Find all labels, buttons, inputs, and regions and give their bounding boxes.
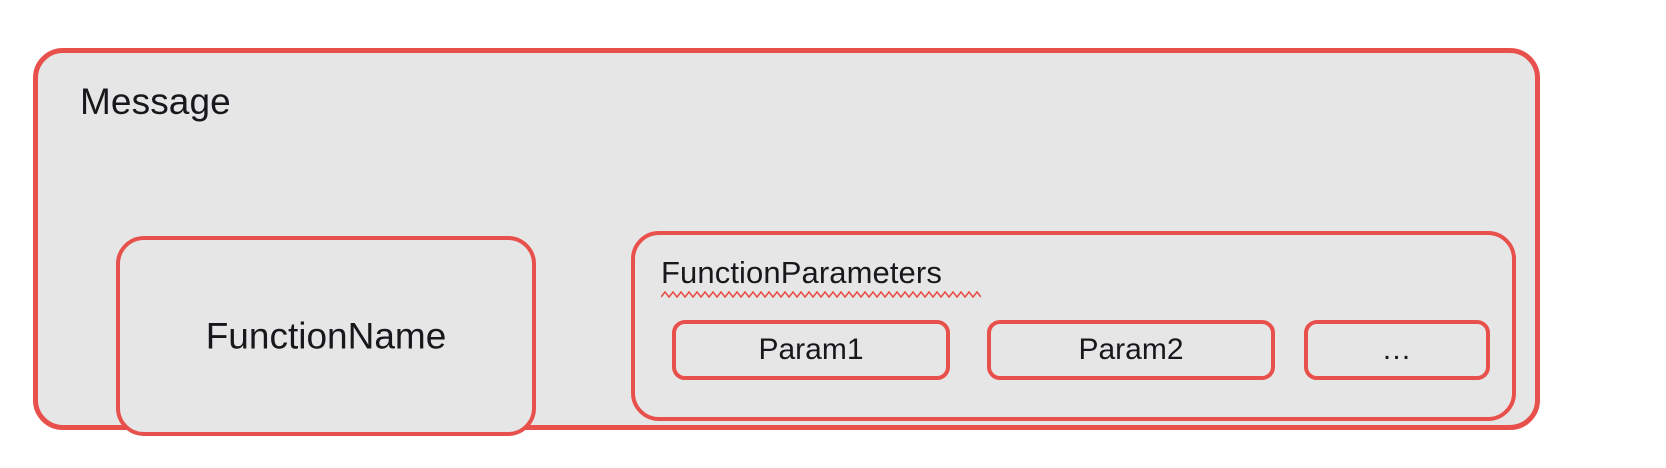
param-box-ellipsis: …: [1304, 320, 1490, 380]
message-title: Message: [80, 81, 231, 122]
param-box: Param1: [672, 320, 950, 380]
message-container: Message FunctionName FunctionParameters …: [33, 48, 1540, 436]
param-label: Param1: [758, 333, 864, 366]
spellcheck-squiggle-icon: [661, 290, 981, 299]
function-name-label: FunctionName: [205, 315, 447, 357]
function-parameters-title: FunctionParameters: [661, 255, 942, 290]
param-box: Param2: [987, 320, 1275, 380]
param-label: Param2: [1078, 333, 1184, 366]
function-parameters-box: FunctionParameters Param1 Param2 …: [631, 231, 1516, 421]
function-parameters-title-group: FunctionParameters: [661, 255, 981, 299]
function-name-box: FunctionName: [116, 236, 536, 436]
param-label: …: [1381, 333, 1413, 366]
